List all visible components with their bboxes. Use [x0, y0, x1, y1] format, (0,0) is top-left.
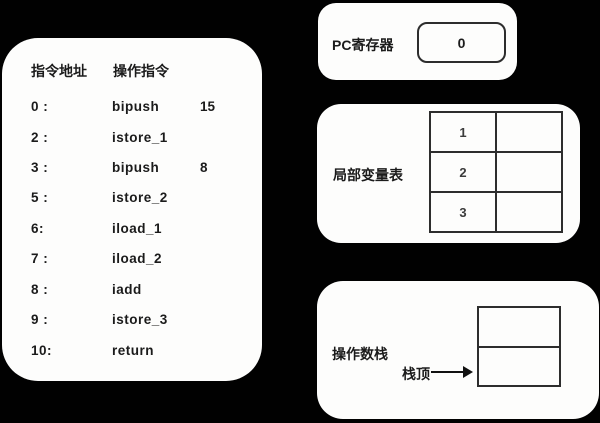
- instruction-address: 6:: [31, 221, 45, 236]
- instruction-opcode: bipush: [112, 160, 160, 175]
- operand-stack-box: [477, 306, 561, 387]
- pc-register-label: PC寄存器: [332, 37, 394, 53]
- local-variable-index-cell: 1: [428, 111, 498, 153]
- instruction-table-header: 指令地址 操作指令: [2, 61, 262, 79]
- instruction-row: 8 : iadd: [2, 282, 262, 298]
- instruction-opcode: iload_1: [112, 221, 163, 236]
- header-instruction-address: 指令地址: [31, 63, 87, 79]
- instruction-operand: 8: [200, 160, 208, 175]
- instruction-address: 3 :: [31, 160, 49, 175]
- local-variable-table: 1 2 3: [428, 111, 563, 233]
- stack-cell: [479, 348, 559, 386]
- instruction-row: 6: iload_1: [2, 221, 262, 237]
- instruction-opcode: istore_1: [112, 130, 168, 145]
- instruction-row: 0 : bipush 15: [2, 99, 262, 115]
- instruction-address: 9 :: [31, 312, 49, 327]
- header-operation-instruction: 操作指令: [113, 63, 169, 79]
- instruction-row: 10: return: [2, 343, 262, 359]
- local-variable-index-cell: 2: [428, 151, 498, 193]
- operand-stack-panel: 操作数栈 栈顶: [317, 281, 599, 419]
- instruction-row: 2 : istore_1: [2, 130, 262, 146]
- local-variable-value-cell: [495, 191, 563, 233]
- arrow-line: [431, 371, 465, 373]
- operand-stack-label: 操作数栈: [332, 346, 388, 362]
- stack-top-arrow-icon: [431, 366, 473, 378]
- instruction-address: 8 :: [31, 282, 49, 297]
- instruction-row: 7 : iload_2: [2, 251, 262, 267]
- arrow-head: [463, 366, 473, 378]
- local-variable-value-cell: [495, 151, 563, 193]
- stack-cell: [479, 308, 559, 348]
- instruction-address: 7 :: [31, 251, 49, 266]
- pc-register-value: 0: [457, 34, 466, 51]
- local-variable-table-label: 局部变量表: [333, 167, 403, 183]
- instruction-opcode: iload_2: [112, 251, 163, 266]
- instruction-address: 2 :: [31, 130, 49, 145]
- local-variable-row: 3: [428, 191, 563, 233]
- local-variable-row: 1: [428, 111, 563, 153]
- local-variable-value-cell: [495, 111, 563, 153]
- instruction-row: 5 : istore_2: [2, 190, 262, 206]
- instruction-operand: 15: [200, 99, 216, 114]
- instruction-opcode: return: [112, 343, 155, 358]
- instruction-address: 0 :: [31, 99, 49, 114]
- pc-register-value-box: 0: [417, 22, 506, 63]
- instruction-row: 3 : bipush 8: [2, 160, 262, 176]
- instruction-address: 10:: [31, 343, 53, 358]
- pc-register-panel: PC寄存器 0: [318, 3, 517, 80]
- instruction-row: 9 : istore_3: [2, 312, 262, 328]
- instruction-opcode: bipush: [112, 99, 160, 114]
- local-variable-table-panel: 局部变量表 1 2 3: [317, 104, 580, 243]
- instruction-list-panel: 指令地址 操作指令 0 : bipush 15 2 : istore_1 3 :…: [2, 38, 262, 381]
- local-variable-row: 2: [428, 151, 563, 193]
- instruction-address: 5 :: [31, 190, 49, 205]
- instruction-opcode: istore_3: [112, 312, 168, 327]
- local-variable-index-cell: 3: [428, 191, 498, 233]
- instruction-opcode: istore_2: [112, 190, 168, 205]
- instruction-opcode: iadd: [112, 282, 142, 297]
- stack-top-label: 栈顶: [402, 366, 430, 382]
